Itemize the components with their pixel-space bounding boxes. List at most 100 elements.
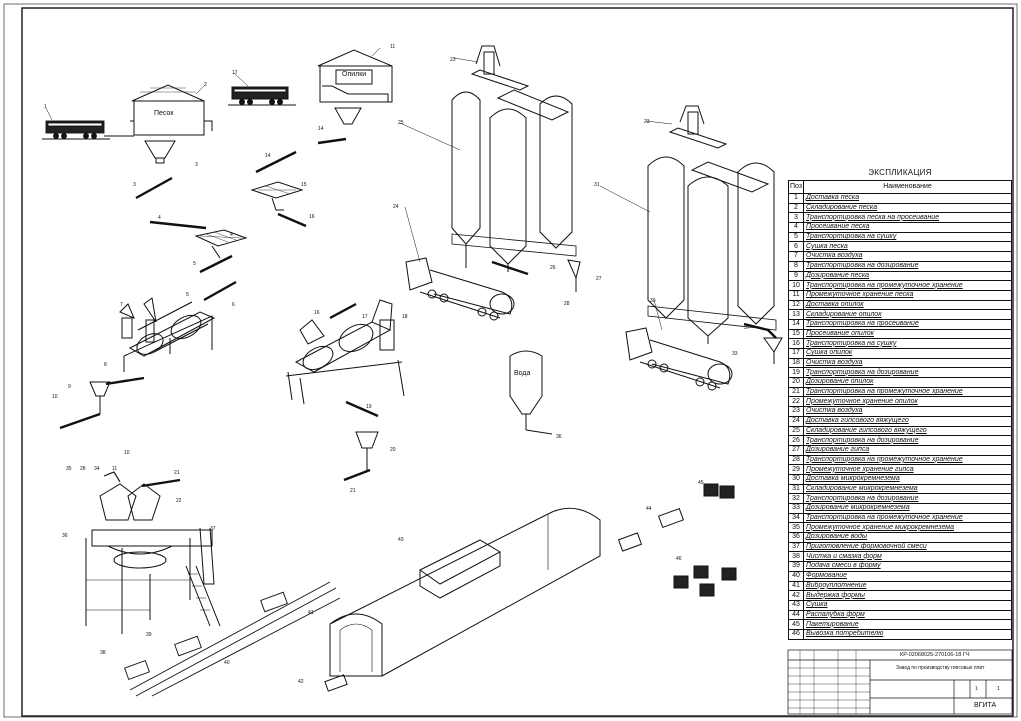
row-position: 31 (788, 483, 804, 495)
svg-text:37: 37 (210, 526, 216, 532)
label-water: Вода (514, 370, 531, 377)
svg-text:36: 36 (62, 533, 68, 539)
sand-conveyor-3 (135, 176, 173, 200)
row-position: 35 (788, 522, 804, 534)
svg-text:30: 30 (650, 298, 656, 304)
row-name: Транспортировка на сушку (803, 338, 1012, 349)
row-position: 34 (788, 512, 804, 524)
svg-text:1: 1 (44, 104, 47, 110)
row-position: 44 (788, 609, 804, 621)
svg-text:36: 36 (556, 434, 562, 440)
tunnel-dryer (324, 507, 601, 692)
drawing-title: Завод по производству гипсовых плит (896, 665, 985, 671)
row-position: 9 (788, 270, 804, 282)
sheet-number: 1 (975, 686, 978, 692)
mixer-unit (85, 471, 221, 634)
row-position: 27 (788, 444, 804, 456)
svg-text:2: 2 (204, 82, 207, 88)
row-name: Доставка гипсового вяжущего (803, 415, 1012, 427)
row-name: Пакетирование (803, 619, 1012, 630)
svg-text:11: 11 (112, 466, 117, 472)
row-name: Сушка песка (803, 241, 1012, 253)
row-position: 30 (788, 473, 804, 485)
row-name: Складирование опилок (803, 309, 1012, 320)
outer-frame (3, 3, 1018, 718)
row-position: 22 (788, 396, 804, 408)
col-name-header: Наименование (803, 180, 1012, 194)
sand-wagon (42, 120, 110, 140)
row-name: Доставка песка (803, 193, 1012, 204)
row-name: Транспортировка на промежуточное хранени… (803, 386, 1012, 398)
svg-text:18: 18 (402, 314, 408, 320)
row-position: 33 (788, 503, 804, 514)
svg-text:6: 6 (232, 302, 235, 308)
row-position: 21 (788, 386, 804, 398)
row-name: Транспортировка на просеивание (803, 318, 1012, 330)
svg-text:39: 39 (146, 632, 152, 638)
row-name: Сушка опилок (803, 348, 1012, 359)
svg-text:34: 34 (94, 466, 100, 472)
gypsum-silos (451, 45, 581, 292)
svg-text:38: 38 (100, 650, 106, 656)
svg-text:5: 5 (193, 261, 196, 267)
row-position: 38 (788, 551, 804, 563)
row-position: 16 (788, 338, 804, 349)
row-position: 14 (788, 318, 804, 330)
row-name: Очистка воздуха (803, 406, 1012, 417)
svg-text:20: 20 (390, 447, 396, 453)
explication-title: ЭКСПЛИКАЦИЯ (868, 168, 932, 177)
svg-text:23: 23 (450, 57, 456, 63)
row-position: 3 (788, 212, 804, 224)
row-position: 28 (788, 454, 804, 466)
row-name: Промежуточное хранение микрокремнезема (803, 522, 1012, 534)
svg-text:17: 17 (362, 314, 368, 320)
sawdust-warehouse (317, 49, 393, 145)
sawdust-doser-20 (343, 431, 379, 482)
row-position: 19 (788, 367, 804, 379)
row-name: Распалубка форм (803, 609, 1012, 621)
svg-text:26: 26 (550, 265, 556, 271)
row-position: 29 (788, 464, 804, 475)
svg-text:11: 11 (390, 44, 395, 50)
row-name: Формование (803, 570, 1012, 582)
row-name: Приготовление формовочной смеси (803, 541, 1012, 553)
row-name: Складирование песка (803, 202, 1012, 214)
row-name: Дозирование песка (803, 270, 1012, 282)
row-name: Транспортировка на дозирование (803, 260, 1012, 272)
row-name: Складирование микрокремнезема (803, 483, 1012, 495)
svg-text:4: 4 (158, 215, 161, 221)
row-position: 5 (788, 231, 804, 243)
svg-text:10: 10 (124, 450, 130, 456)
sand-conveyor-5 (199, 254, 233, 274)
svg-text:10: 10 (52, 394, 58, 400)
row-name: Вывозка потребителю (803, 628, 1012, 640)
svg-text:17: 17 (232, 70, 238, 76)
row-position: 12 (788, 299, 804, 311)
row-position: 23 (788, 406, 804, 417)
row-name: Промежуточное хранение песка (803, 289, 1012, 301)
svg-text:37: 37 (744, 325, 750, 331)
